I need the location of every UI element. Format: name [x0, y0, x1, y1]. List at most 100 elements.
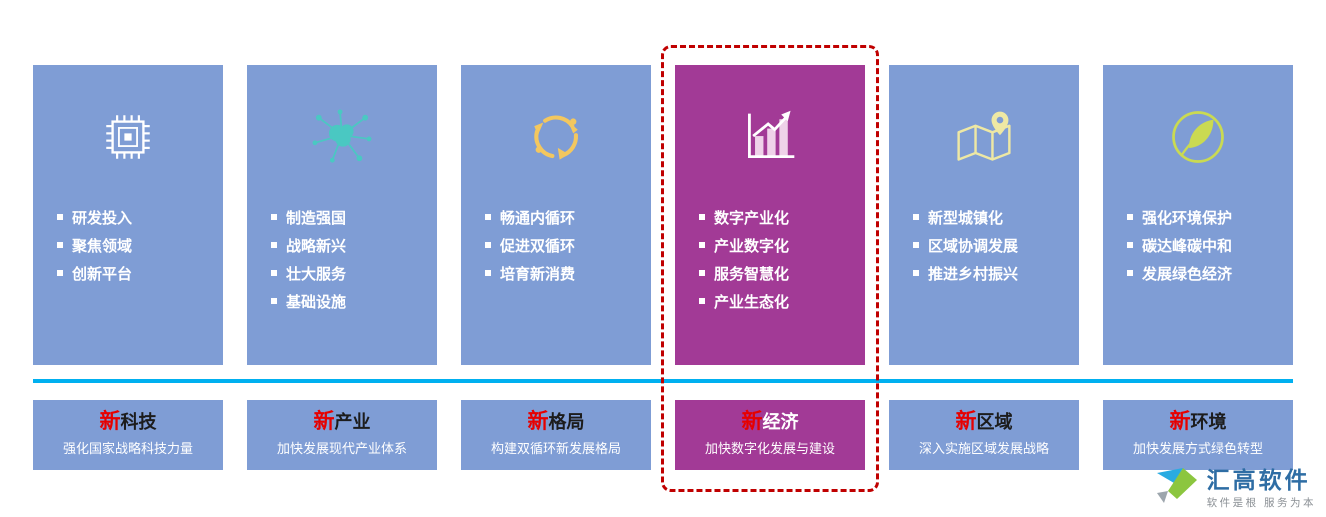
- item-label: 碳达峰碳中和: [1142, 237, 1233, 255]
- item-label: 畅通内循环: [500, 209, 576, 227]
- footer-title: 新区域: [889, 409, 1079, 435]
- list-item: 创新平台: [57, 259, 223, 287]
- bullet-square: [271, 214, 277, 220]
- bullet-square: [485, 214, 491, 220]
- tech-footer-card: 新科技 强化国家战略科技力量: [33, 400, 223, 470]
- pillar-columns: 研发投入 聚焦领域 创新平台 新科技 强化国家战略科技力量: [33, 65, 1293, 470]
- footer-subtitle: 强化国家战略科技力量: [62, 441, 193, 456]
- bullet-square: [699, 242, 705, 248]
- column-economy: 数字产业化 产业数字化 服务智慧化 产业生态化 新经济 加快数字化发展与建设: [675, 65, 865, 470]
- economy-footer-card: 新经济 加快数字化发展与建设: [675, 400, 865, 470]
- footer-title-text: 区域: [976, 412, 1013, 432]
- footer-title-text: 环境: [1190, 412, 1227, 432]
- list-item: 促进双循环: [485, 231, 651, 259]
- list-item: 数字产业化: [699, 203, 865, 231]
- circular-arrows-icon: [461, 101, 651, 173]
- tech-card: 研发投入 聚焦领域 创新平台: [33, 65, 223, 365]
- footer-title: 新格局: [461, 409, 651, 435]
- new-prefix: 新: [527, 410, 549, 433]
- industry-item-list: 制造强国 战略新兴 壮大服务 基础设施: [247, 203, 437, 315]
- list-item: 产业数字化: [699, 231, 865, 259]
- logo-text: 汇高软件 软件是根 服务为本: [1207, 467, 1316, 510]
- list-item: 碳达峰碳中和: [1127, 231, 1293, 259]
- footer-title: 新科技: [33, 409, 223, 435]
- environment-item-list: 强化环境保护 碳达峰碳中和 发展绿色经济: [1103, 203, 1293, 287]
- company-name: 汇高软件: [1206, 467, 1311, 493]
- list-item: 培育新消费: [485, 259, 651, 287]
- list-item: 研发投入: [57, 203, 223, 231]
- footer-title-text: 产业: [334, 412, 371, 432]
- company-logo: 汇高软件 软件是根 服务为本: [1153, 466, 1316, 511]
- bullet-square: [485, 242, 491, 248]
- list-item: 畅通内循环: [485, 203, 651, 231]
- pattern-card: 畅通内循环 促进双循环 培育新消费: [461, 65, 651, 365]
- list-item: 制造强国: [271, 203, 437, 231]
- bar-chart-icon: [675, 101, 865, 173]
- region-footer-card: 新区域 深入实施区域发展战略: [889, 400, 1079, 470]
- column-tech: 研发投入 聚焦领域 创新平台 新科技 强化国家战略科技力量: [33, 65, 223, 470]
- item-label: 研发投入: [72, 209, 133, 227]
- pattern-item-list: 畅通内循环 促进双循环 培育新消费: [461, 203, 651, 287]
- footer-title-text: 经济: [762, 412, 799, 432]
- list-item: 新型城镇化: [913, 203, 1079, 231]
- list-item: 发展绿色经济: [1127, 259, 1293, 287]
- item-label: 新型城镇化: [928, 209, 1004, 227]
- footer-title: 新经济: [675, 409, 865, 435]
- environment-footer-card: 新环境 加快发展方式绿色转型: [1103, 400, 1293, 470]
- footer-title-text: 科技: [120, 412, 157, 432]
- new-prefix: 新: [741, 410, 763, 433]
- list-item: 强化环境保护: [1127, 203, 1293, 231]
- bullet-square: [1127, 270, 1133, 276]
- column-environment: 强化环境保护 碳达峰碳中和 发展绿色经济 新环境 加快发展方式绿色转型: [1103, 65, 1293, 470]
- list-item: 基础设施: [271, 287, 437, 315]
- footer-subtitle: 深入实施区域发展战略: [918, 441, 1049, 456]
- company-tagline: 软件是根 服务为本: [1206, 497, 1316, 509]
- item-label: 强化环境保护: [1142, 209, 1233, 227]
- bullet-square: [913, 242, 919, 248]
- list-item: 服务智慧化: [699, 259, 865, 287]
- bullet-square: [699, 298, 705, 304]
- footer-subtitle: 构建双循环新发展格局: [490, 441, 621, 456]
- item-label: 创新平台: [72, 265, 133, 283]
- bullet-square: [699, 270, 705, 276]
- region-item-list: 新型城镇化 区域协调发展 推进乡村振兴: [889, 203, 1079, 287]
- list-item: 战略新兴: [271, 231, 437, 259]
- item-label: 数字产业化: [714, 209, 790, 227]
- economy-item-list: 数字产业化 产业数字化 服务智慧化 产业生态化: [675, 203, 865, 315]
- bullet-square: [271, 242, 277, 248]
- highlight-dashed-border: [661, 45, 879, 492]
- bullet-square: [699, 214, 705, 220]
- item-label: 聚焦领域: [72, 237, 133, 255]
- item-label: 制造强国: [286, 209, 347, 227]
- map-pin-icon: [889, 101, 1079, 173]
- footer-title: 新产业: [247, 409, 437, 435]
- bullet-square: [271, 298, 277, 304]
- leaf-icon: [1103, 101, 1293, 173]
- item-label: 区域协调发展: [928, 237, 1019, 255]
- list-item: 壮大服务: [271, 259, 437, 287]
- new-prefix: 新: [99, 410, 121, 433]
- chip-icon: [33, 101, 223, 173]
- new-prefix: 新: [313, 410, 335, 433]
- item-label: 推进乡村振兴: [928, 265, 1019, 283]
- footer-subtitle: 加快发展方式绿色转型: [1132, 441, 1263, 456]
- bullet-square: [271, 270, 277, 276]
- tech-item-list: 研发投入 聚焦领域 创新平台: [33, 203, 223, 287]
- bullet-square: [57, 214, 63, 220]
- new-prefix: 新: [955, 410, 977, 433]
- bullet-square: [57, 242, 63, 248]
- bullet-square: [1127, 214, 1133, 220]
- footer-title: 新环境: [1103, 409, 1293, 435]
- new-prefix: 新: [1169, 410, 1191, 433]
- bullet-square: [57, 270, 63, 276]
- item-label: 基础设施: [286, 293, 347, 311]
- column-region: 新型城镇化 区域协调发展 推进乡村振兴 新区域 深入实施区域发展战略: [889, 65, 1079, 470]
- bullet-square: [1127, 242, 1133, 248]
- item-label: 培育新消费: [500, 265, 576, 283]
- column-pattern: 畅通内循环 促进双循环 培育新消费 新格局 构建双循环新发展格局: [461, 65, 651, 470]
- bullet-square: [485, 270, 491, 276]
- footer-subtitle: 加快发展现代产业体系: [276, 441, 407, 456]
- item-label: 产业数字化: [714, 237, 790, 255]
- item-label: 促进双循环: [500, 237, 576, 255]
- footer-title-text: 格局: [548, 412, 585, 432]
